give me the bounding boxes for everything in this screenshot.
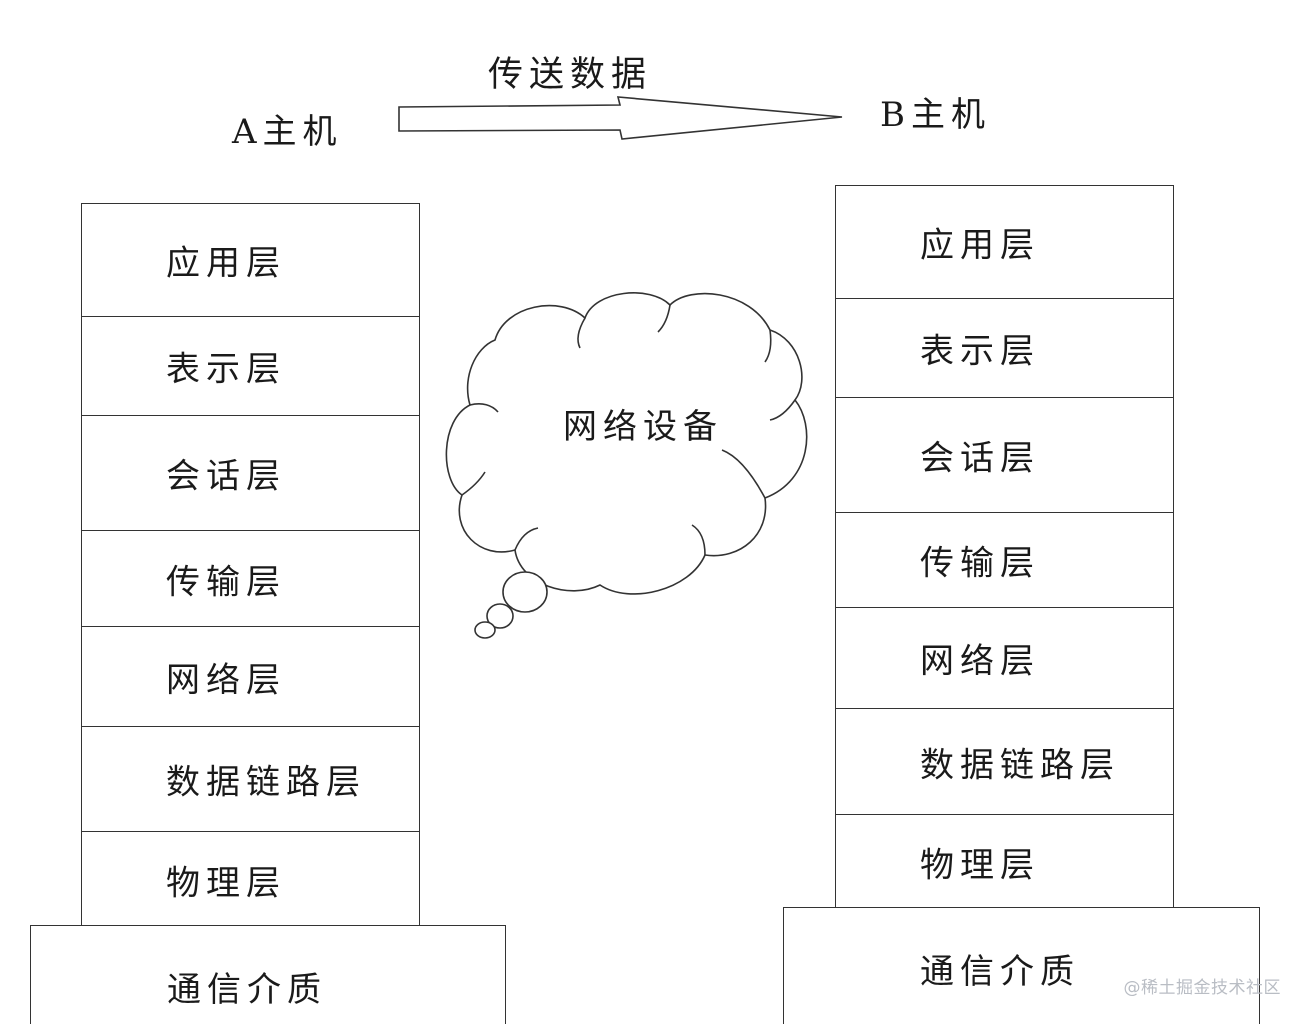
- layer-label: 传输层: [920, 543, 1040, 584]
- layer-label: 表示层: [920, 331, 1040, 372]
- layer-label: 会话层: [166, 456, 286, 497]
- layer-label: 数据链路层: [920, 745, 1120, 785]
- b-layer-network: 网络层: [835, 607, 1174, 709]
- layer-label: 会话层: [920, 438, 1040, 479]
- layer-label: 物理层: [920, 845, 1040, 886]
- medium-label: 通信介质: [167, 970, 327, 1010]
- a-layer-presentation: 表示层: [81, 316, 420, 416]
- layer-label: 表示层: [166, 349, 286, 390]
- b-layer-transport: 传输层: [835, 512, 1174, 608]
- b-layer-presentation: 表示层: [835, 298, 1174, 398]
- layer-label: 应用层: [920, 225, 1040, 266]
- a-layer-physical: 物理层: [81, 831, 420, 928]
- network-cloud: [445, 292, 808, 639]
- layer-label: 数据链路层: [166, 762, 366, 803]
- a-layer-datalink: 数据链路层: [81, 726, 420, 832]
- layer-label: 传输层: [166, 562, 286, 602]
- layer-label: 应用层: [166, 243, 286, 284]
- a-layer-application: 应用层: [81, 203, 420, 317]
- layer-label: 网络层: [920, 641, 1040, 682]
- a-layer-transport: 传输层: [81, 530, 420, 627]
- layer-label: 网络层: [166, 660, 286, 700]
- a-layer-network: 网络层: [81, 626, 420, 727]
- a-layer-session: 会话层: [81, 415, 420, 531]
- b-layer-datalink: 数据链路层: [835, 708, 1174, 815]
- a-communication-medium: 通信介质: [30, 925, 506, 1024]
- host-a-label: A主机: [232, 112, 343, 152]
- host-b-label: B主机: [880, 95, 991, 135]
- b-layer-physical: 物理层: [835, 814, 1174, 910]
- transfer-label: 传送数据: [488, 55, 653, 95]
- b-layer-application: 应用层: [835, 185, 1174, 299]
- transfer-arrow: [398, 96, 843, 140]
- b-layer-session: 会话层: [835, 397, 1174, 513]
- b-communication-medium: 通信介质: [783, 907, 1260, 1024]
- medium-label: 通信介质: [920, 952, 1080, 992]
- watermark: @稀土掘金技术社区: [1123, 978, 1281, 998]
- network-device-label: 网络设备: [563, 407, 723, 447]
- layer-label: 物理层: [166, 863, 286, 903]
